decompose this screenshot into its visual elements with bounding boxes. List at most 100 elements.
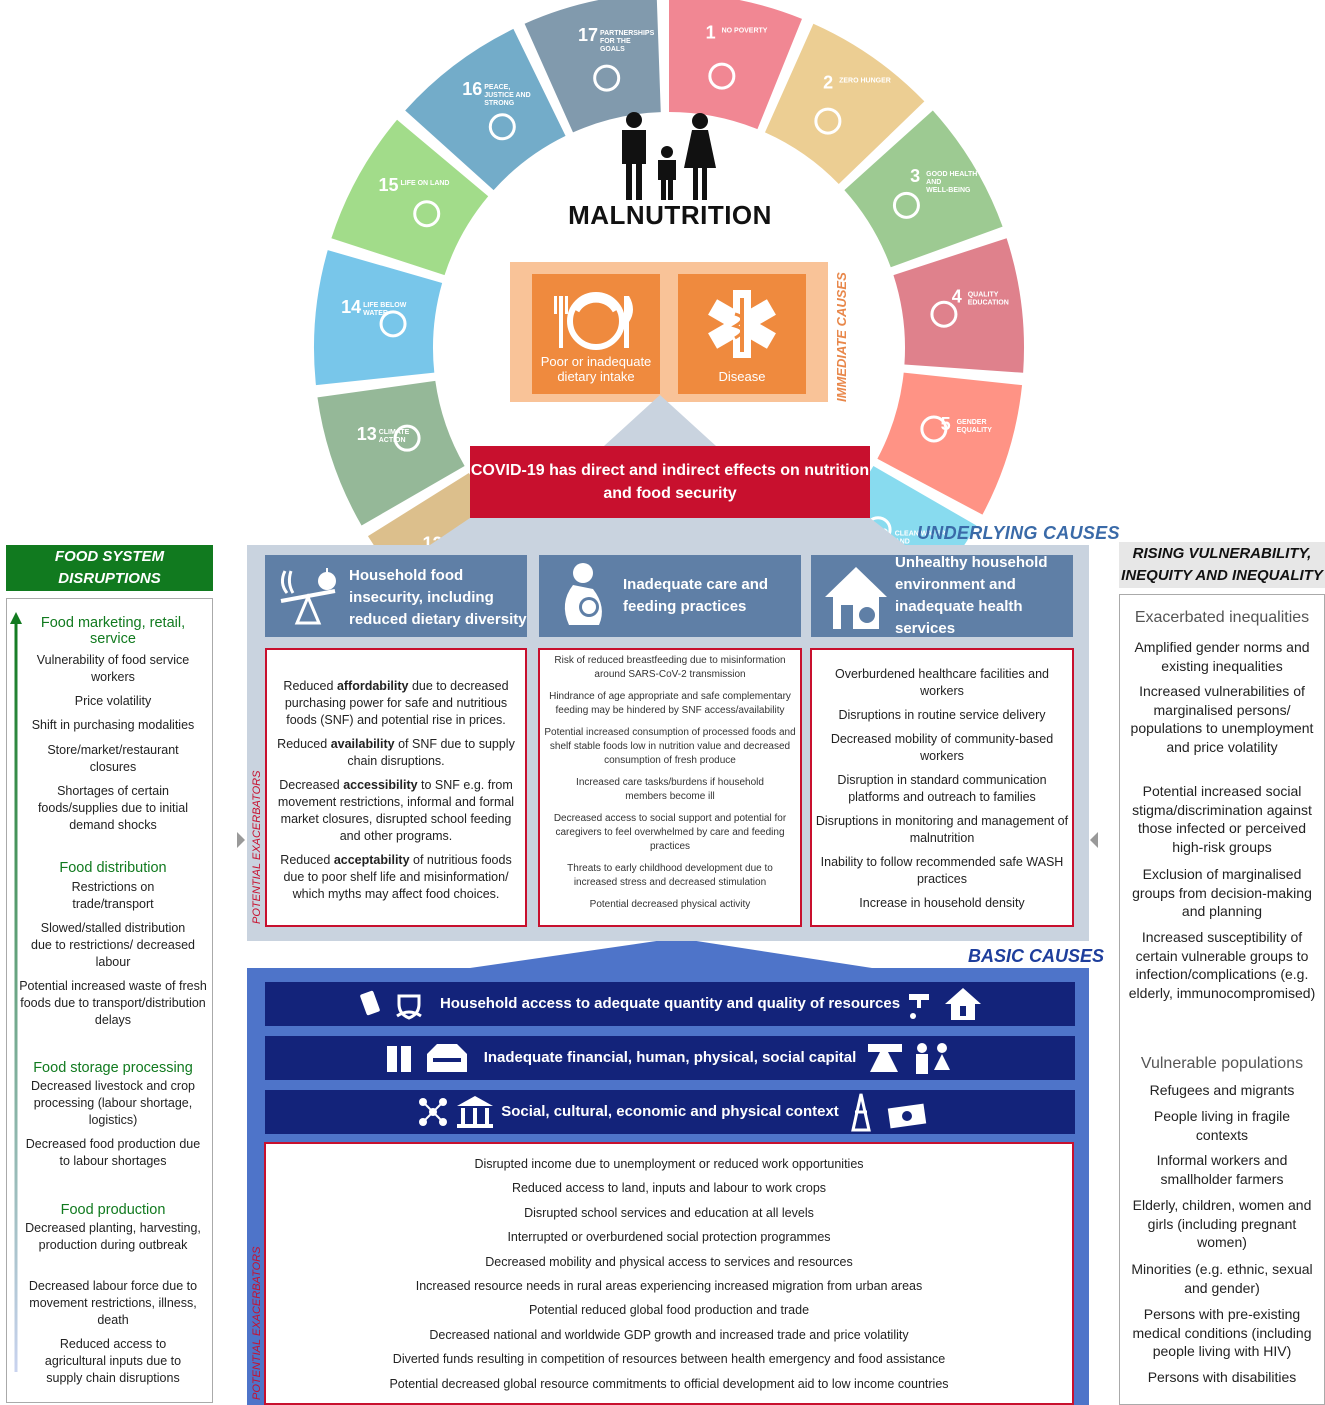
care-feeding-title-1: Inadequate care and [623, 576, 769, 593]
scale-apple-icon [280, 568, 336, 625]
food-insecurity-header: Household food insecurity, including red… [265, 555, 527, 637]
availability-item: Reduced availability of SNF due to suppl… [277, 737, 515, 768]
sdg-pictogram-icon [930, 300, 958, 328]
basic-item: Reduced access to land, inputs and labou… [511, 1181, 827, 1196]
vulnerability-header: RISING VULNERABILITY, INEQUITY AND INEQU… [1119, 542, 1325, 588]
basic-item: Decreased national and worldwide GDP gro… [429, 1327, 909, 1342]
sdg-number-14: 14 [341, 297, 361, 317]
sdg-segment-2 [764, 23, 925, 185]
food-system-title-2: DISRUPTIONS [58, 570, 161, 587]
inequality-item: Potential increased social stigma/discri… [1132, 783, 1312, 855]
household-environment-exacerbators: Overburdened healthcare facilities and w… [810, 648, 1074, 927]
basic-bar-capital-label: Inadequate financial, human, physical, s… [483, 1049, 857, 1066]
fsd-item: Decreased livestock and crop processing … [31, 1079, 195, 1127]
sdg-label-1: NO POVERTY [722, 28, 768, 35]
fsd-item: Decreased planting, harvesting, producti… [25, 1221, 201, 1252]
fsd-item: Shift in purchasing modalities [31, 718, 195, 732]
basic-item: Interrupted or overburdened social prote… [507, 1230, 831, 1245]
sdg-number-2: 2 [823, 73, 833, 93]
sdg-number-1: 1 [706, 23, 716, 43]
svg-text:POTENTIAL EXACERBATORS: POTENTIAL EXACERBATORS [251, 1246, 263, 1400]
fsd-item: Reduced access to agricultural inputs du… [44, 1337, 182, 1385]
basic-exacerbators-box: Disrupted income due to unemployment or … [264, 1142, 1074, 1405]
populations-title: Vulnerable populations [1140, 1055, 1304, 1072]
sdg-segment-17 [524, 0, 661, 133]
accessibility-item: Decreased accessibility to SNF e.g. from… [277, 778, 515, 843]
health-item: Inability to follow recommended safe WAS… [820, 855, 1064, 886]
basic-bar-resources-label: Household access to adequate quantity an… [439, 995, 901, 1012]
basic-item: Disrupted school services and education … [524, 1205, 814, 1220]
context-left-icons [419, 1096, 493, 1128]
sdg-segment-13 [317, 380, 465, 526]
sdg-pictogram-icon [393, 424, 421, 452]
household-env-title-2: environment and [895, 576, 1016, 593]
immediate-causes-label: IMMEDIATE CAUSES [834, 272, 849, 402]
population-item: People living in fragile contexts [1153, 1108, 1291, 1143]
sdg-number-4: 4 [952, 287, 962, 307]
sdg-pictogram-icon [379, 310, 407, 338]
sdg-pictogram-icon [413, 200, 441, 228]
household-env-title-1: Unhealthy household [895, 554, 1048, 571]
population-item: Refugees and migrants [1149, 1082, 1295, 1098]
fsd-item: Slowed/stalled distribution due to restr… [31, 921, 195, 969]
basic-item: Potential decreased global resource comm… [389, 1376, 949, 1391]
health-item: Disruptions in routine service delivery [838, 708, 1046, 722]
sdg-pictogram-icon [593, 64, 621, 92]
inequalities-title: Exacerbated inequalities [1134, 609, 1310, 626]
food-system-arrow [10, 612, 22, 1372]
affordability-item: Reduced affordability due to decreased p… [283, 679, 509, 727]
sdg-number-15: 15 [378, 175, 398, 195]
sdg-pictogram-icon [708, 62, 736, 90]
malnutrition-title: MALNUTRITION [568, 200, 772, 230]
health-item: Decreased mobility of community-based wo… [830, 732, 1054, 763]
care-item: Decreased access to social support and p… [553, 813, 787, 852]
medical-star-icon [708, 290, 776, 358]
sdg-number-3: 3 [910, 166, 920, 186]
fsd-item: Price volatility [74, 694, 152, 708]
capital-right-icons [868, 1043, 950, 1074]
household-env-title-4: services [895, 620, 956, 637]
sdg-segment-1 [669, 0, 802, 130]
sdg-segment-3 [844, 110, 1003, 268]
fsd-section-title: Food production [60, 1202, 166, 1218]
covid-banner-line1: COVID-19 has direct and indirect effects… [470, 462, 870, 479]
disease-tile: Disease [678, 274, 806, 394]
health-item: Increase in household density [859, 896, 1025, 910]
plate-cutlery-icon [554, 292, 633, 350]
basic-bar-resources: Household access to adequate quantity an… [265, 982, 1075, 1026]
population-item: Elderly, children, women and girls (incl… [1132, 1197, 1312, 1250]
sdg-number-16: 16 [462, 79, 482, 99]
care-item: Risk of reduced breastfeeding due to mis… [554, 655, 786, 680]
population-item: Informal workers and smallholder farmers [1156, 1152, 1288, 1187]
basic-item: Increased resource needs in rural areas … [415, 1278, 923, 1293]
fsd-item: Restrictions on trade/transport [71, 880, 155, 911]
health-item: Disruptions in monitoring and management… [815, 814, 1069, 845]
fsd-item: Decreased food production due to labour … [25, 1137, 201, 1168]
sdg-pictogram-icon [920, 415, 948, 443]
basic-item: Decreased mobility and physical access t… [485, 1254, 853, 1269]
food-insecurity-exacerbators: Reduced affordability due to decreased p… [265, 648, 527, 927]
basic-causes-label: BASIC CAUSES [968, 946, 1105, 966]
context-right-icons [851, 1093, 927, 1132]
care-feeding-header: Inadequate care and feeding practices [539, 555, 801, 637]
sdg-pictogram-icon [488, 113, 516, 141]
immediate-causes-box: Poor or inadequate dietary intake Diseas… [510, 262, 828, 402]
basic-item: Disrupted income due to unemployment or … [474, 1157, 864, 1171]
underlying-exacerbators-label: POTENTIAL EXACERBATORS [251, 770, 263, 924]
care-item: Hindrance of age appropriate and safe co… [549, 691, 791, 716]
disease-label: Disease [718, 369, 766, 384]
covid-banner: COVID-19 has direct and indirect effects… [470, 446, 870, 518]
inequality-item: Increased susceptibility of certain vuln… [1128, 929, 1316, 1001]
sdg-number-13: 13 [357, 424, 377, 444]
fsd-item: Vulnerability of food service workers [36, 653, 190, 684]
underlying-causes-label: UNDERLYING CAUSES [917, 523, 1120, 543]
basic-item: Potential reduced global food production… [528, 1303, 810, 1318]
fsd-item: Potential increased waste of fresh foods… [19, 979, 207, 1027]
